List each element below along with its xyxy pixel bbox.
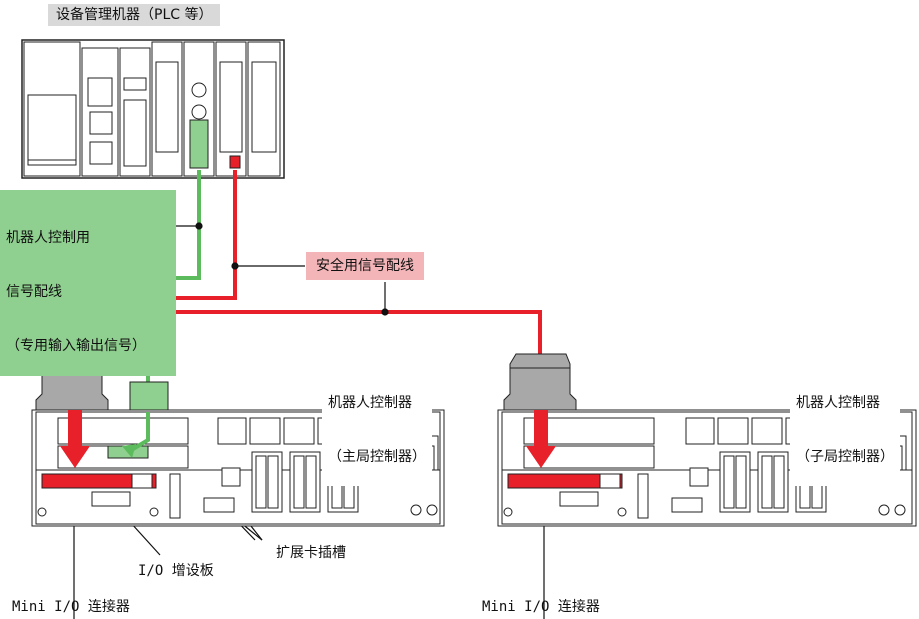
mini-io-label-left: Mini I/O 连接器 xyxy=(12,599,130,615)
insert-arrow-sub xyxy=(526,410,556,468)
insert-arrow-main xyxy=(60,410,90,468)
plc-title: 设备管理机器（PLC 等） xyxy=(48,4,221,26)
plc-unit xyxy=(21,39,285,179)
robot-signal-line-2: 信号配线 xyxy=(6,284,62,300)
io-board-label: I/O 增设板 xyxy=(138,563,214,579)
main-controller-label: 机器人控制器 （主局控制器） xyxy=(322,356,432,486)
robot-signal-line-3: （专用输入输出信号） xyxy=(6,338,146,354)
expansion-slot-label: 扩展卡插槽 xyxy=(276,545,346,561)
sub-controller-line-2: （子局控制器） xyxy=(796,449,894,465)
robot-signal-label: 机器人控制用 信号配线 （专用输入输出信号） xyxy=(0,190,176,376)
robot-signal-line-1: 机器人控制用 xyxy=(6,230,90,246)
sub-controller-label: 机器人控制器 （子局控制器） xyxy=(790,356,900,486)
main-controller-line-1: 机器人控制器 xyxy=(328,395,412,411)
mini-io-label-right: Mini I/O 连接器 xyxy=(482,599,600,615)
insert-arrow-green xyxy=(122,412,150,458)
safety-signal-label: 安全用信号配线 xyxy=(306,252,424,280)
main-controller-line-2: （主局控制器） xyxy=(328,449,426,465)
sub-controller-line-1: 机器人控制器 xyxy=(796,395,880,411)
